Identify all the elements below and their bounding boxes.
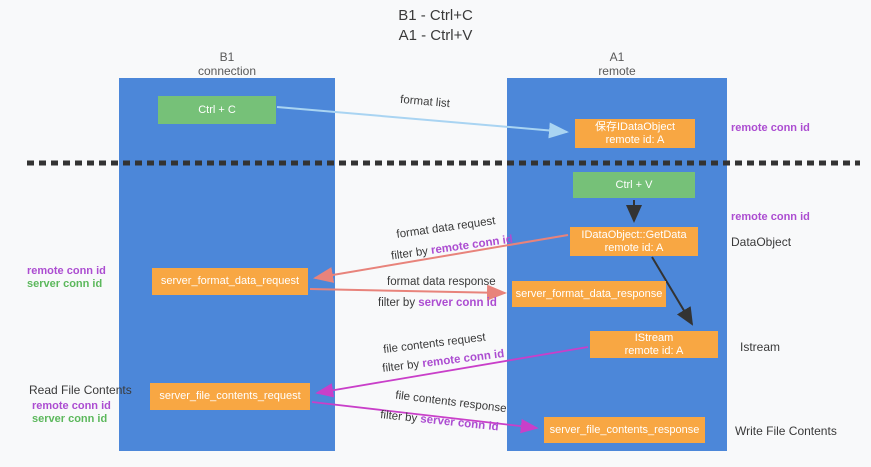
box-idataobject-getdata-line2: remote id: A <box>604 241 664 254</box>
annotation-conn-ids-left-mid: remote conn id server conn id <box>27 265 106 291</box>
box-istream: IStream remote id: A <box>590 331 718 358</box>
annotation-remote-conn-id-mid-right: remote conn id <box>731 211 810 223</box>
box-server-format-data-request: server_format_data_request <box>152 268 308 295</box>
column-a1-subtitle: remote <box>598 64 636 78</box>
annotation-write-file-contents: Write File Contents <box>735 424 837 438</box>
label-filter-by-text-1: filter by <box>390 244 432 263</box>
column-b1-name: B1 <box>219 50 235 64</box>
annotation-conn-ids-left-bottom: remote conn id server conn id <box>32 400 111 426</box>
annotation-read-file-contents: Read File Contents <box>29 383 132 397</box>
box-store-idataobject: 保存IDataObject remote id: A <box>575 119 695 148</box>
box-idataobject-getdata-line1: IDataObject::GetData <box>581 228 687 241</box>
annotation-remote-conn-id-top-right: remote conn id <box>731 122 810 134</box>
label-file-contents-response: file contents response <box>394 389 508 416</box>
diagram-title-line1: B1 - Ctrl+C <box>398 7 473 24</box>
annotation-server-conn-id-left-bottom: server conn id <box>32 413 108 425</box>
column-header-a1: A1 remote <box>507 50 727 78</box>
box-server-format-data-request-label: server_format_data_request <box>160 275 300 287</box>
box-server-file-contents-response: server_file_contents_response <box>544 417 705 443</box>
box-server-format-data-response: server_format_data_response <box>512 281 666 307</box>
annotation-istream: Istream <box>740 340 781 354</box>
label-filter-by-text-3: filter by <box>381 358 424 375</box>
box-store-idataobject-line2: remote id: A <box>605 133 665 146</box>
box-server-file-contents-response-label: server_file_contents_response <box>549 423 700 436</box>
box-server-format-data-response-label: server_format_data_response <box>515 287 663 300</box>
label-filter-by-server-conn-id-2: filter by server conn id <box>379 409 499 433</box>
column-header-b1: B1 connection <box>119 50 335 78</box>
label-filter-by-text-4: filter by <box>379 409 421 426</box>
label-remote-conn-id-2: remote conn id <box>421 348 505 370</box>
annotation-server-conn-id-left-mid: server conn id <box>27 278 103 290</box>
box-server-file-contents-request-label: server_file_contents_request <box>159 390 301 402</box>
diagram-title-line2: A1 - Ctrl+V <box>398 27 473 44</box>
box-server-file-contents-request: server_file_contents_request <box>150 383 310 410</box>
arrow-format-data-response <box>309 284 507 301</box>
box-istream-line1: IStream <box>634 331 674 344</box>
annotation-remote-conn-id-left-bottom: remote conn id <box>32 400 111 412</box>
box-istream-line2: remote id: A <box>624 344 684 357</box>
box-ctrl-v: Ctrl + V <box>573 172 695 198</box>
label-server-conn-id-1: server conn id <box>418 297 497 309</box>
box-ctrl-c: Ctrl + C <box>158 96 276 124</box>
box-idataobject-getdata: IDataObject::GetData remote id: A <box>570 227 698 256</box>
annotation-dataobject: DataObject <box>731 235 792 249</box>
box-store-idataobject-line1: 保存IDataObject <box>594 120 676 133</box>
box-ctrl-v-label: Ctrl + V <box>615 178 653 191</box>
label-server-conn-id-2: server conn id <box>419 413 500 434</box>
column-b1-subtitle: connection <box>197 64 257 78</box>
diagram-title: B1 - Ctrl+C A1 - Ctrl+V <box>0 6 871 46</box>
label-remote-conn-id-1: remote conn id <box>430 233 514 257</box>
column-a1-name: A1 <box>609 50 625 64</box>
label-format-data-response: format data response <box>387 276 496 288</box>
label-filter-by-server-conn-id-1: filter by server conn id <box>378 297 497 309</box>
annotation-remote-conn-id-left-mid: remote conn id <box>27 265 106 277</box>
label-filter-by-text-2: filter by <box>378 297 419 309</box>
box-ctrl-c-label: Ctrl + C <box>198 103 236 116</box>
label-format-list: format list <box>399 93 451 111</box>
